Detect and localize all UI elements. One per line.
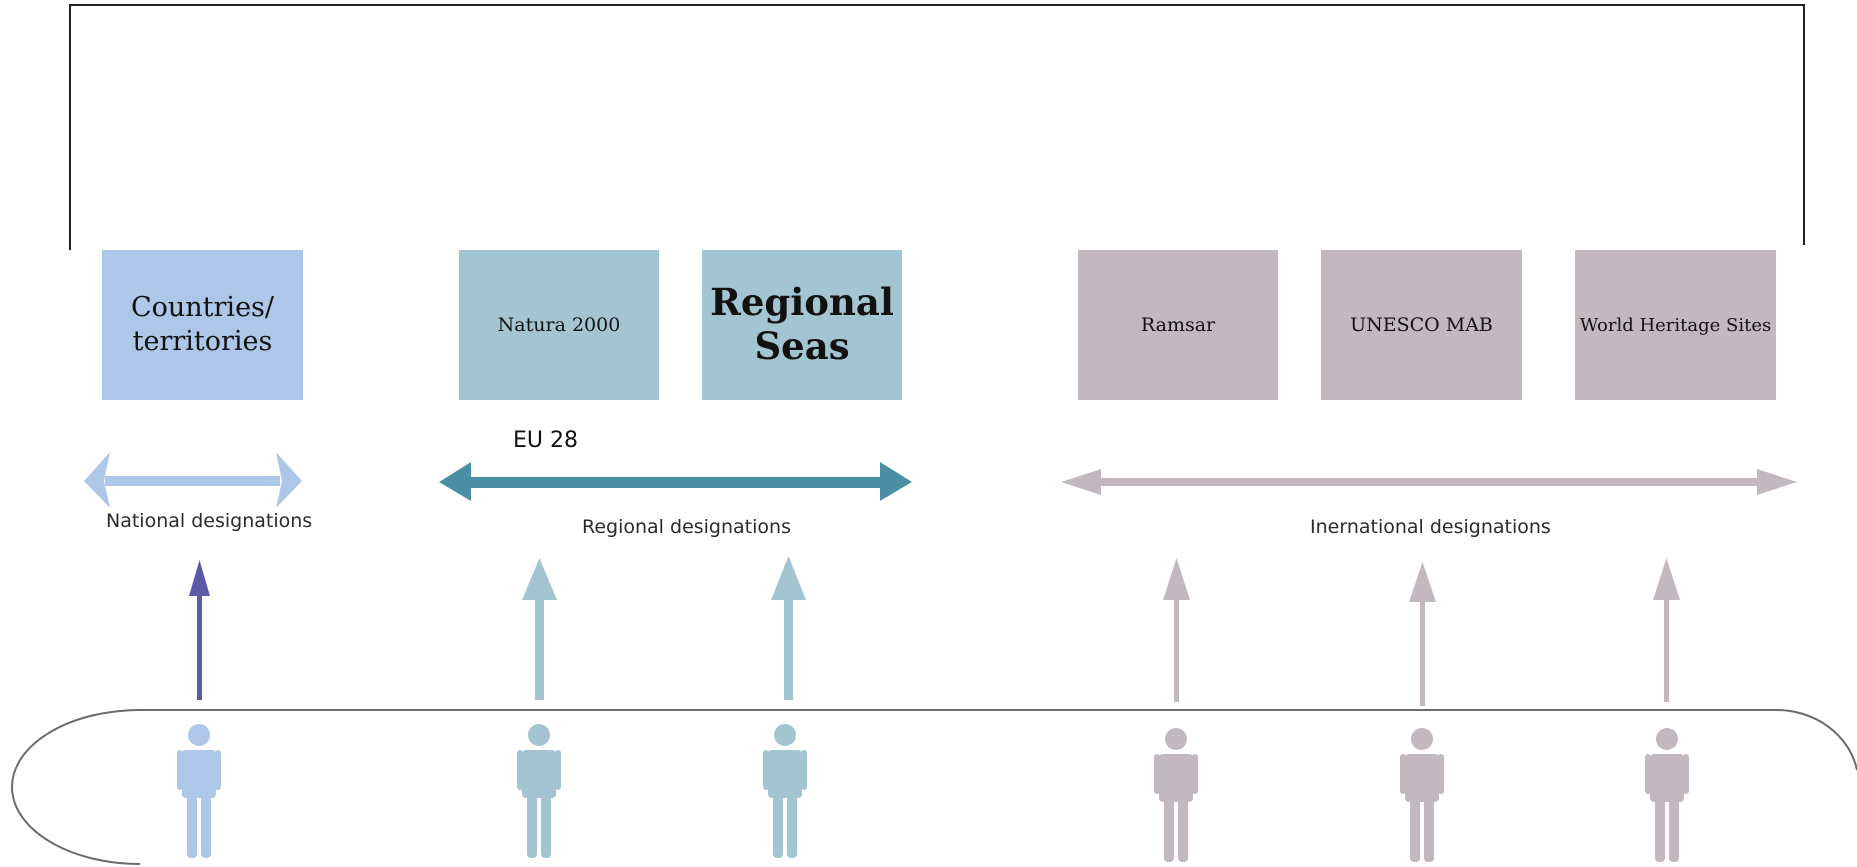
natura-2000-label: Natura 2000 xyxy=(497,314,621,336)
countries-territories-box: Countries/ territories xyxy=(102,250,303,400)
arrow-up-icon-regional-seas xyxy=(771,556,806,700)
national-double-arrow-icon xyxy=(84,452,302,508)
regional-seas-box: Regional Seas xyxy=(702,250,902,400)
person-icon-national xyxy=(177,724,221,858)
world-heritage-sites-label: World Heritage Sites xyxy=(1579,314,1772,336)
person-icon-whs xyxy=(1645,728,1689,862)
person-icon-natura xyxy=(517,724,561,858)
arrow-up-icon-ramsar xyxy=(1163,558,1190,702)
top-bracket xyxy=(69,4,1805,250)
person-icon-unesco xyxy=(1400,728,1444,862)
countries-territories-label: Countries/ territories xyxy=(130,292,274,357)
ramsar-box: Ramsar xyxy=(1078,250,1278,400)
unesco-mab-box: UNESCO MAB xyxy=(1321,250,1522,400)
national-designations-label: National designations xyxy=(106,510,313,532)
regional-seas-label: Regional Seas xyxy=(710,280,894,368)
stakeholder-capsule xyxy=(11,708,1857,865)
ramsar-label: Ramsar xyxy=(1140,314,1216,336)
person-icon-regional-seas xyxy=(763,724,807,858)
world-heritage-sites-box: World Heritage Sites xyxy=(1575,250,1776,400)
natura-2000-box: Natura 2000 xyxy=(459,250,659,400)
person-icon-ramsar xyxy=(1154,728,1198,862)
unesco-mab-label: UNESCO MAB xyxy=(1350,314,1493,336)
arrow-up-icon-national xyxy=(189,560,210,700)
international-designations-label: Inernational designations xyxy=(1310,516,1551,538)
arrow-up-icon-unesco xyxy=(1409,562,1436,706)
arrow-up-icon-whs xyxy=(1653,558,1680,702)
eu28-label: EU 28 xyxy=(513,428,578,453)
regional-double-arrow-icon xyxy=(439,462,912,501)
international-double-arrow-icon xyxy=(1061,469,1797,495)
arrow-up-icon-natura xyxy=(522,558,557,700)
regional-designations-label: Regional designations xyxy=(582,516,791,538)
